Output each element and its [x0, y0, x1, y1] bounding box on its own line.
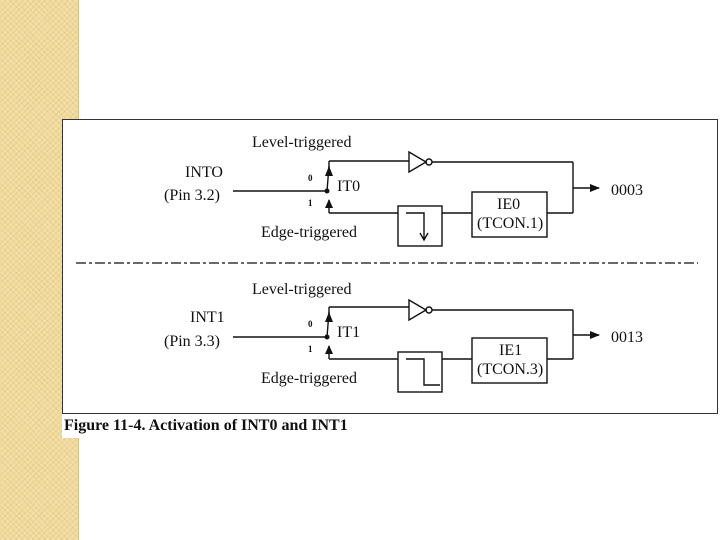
int1-level-label: Level-triggered: [252, 281, 352, 298]
it1-contact-arrow-icon: [325, 345, 333, 354]
int1-pin-number: (Pin 3.3): [164, 333, 220, 350]
ie0-reg: (TCON.1): [477, 215, 543, 232]
ie1-name: IE1: [499, 342, 522, 359]
ie1-reg: (TCON.3): [477, 361, 543, 378]
falling-edge-icon: [406, 212, 429, 242]
int1-edge-detector-box: [397, 351, 443, 393]
falling-edge-icon: [406, 358, 440, 386]
it1-pos-1: 1: [308, 344, 313, 354]
it0-up-arrow-icon: [325, 166, 333, 176]
int1-edge-label: Edge-triggered: [261, 370, 357, 387]
it0-label: IT0: [337, 178, 360, 195]
it1-up-arrow-icon: [325, 312, 333, 322]
caption-background: [62, 414, 392, 438]
it0-pos-1: 1: [308, 198, 313, 208]
int0-edge-label: Edge-triggered: [261, 224, 357, 241]
int1-inverter-icon: [408, 298, 428, 322]
figure-caption: Figure 11-4. Activation of INT0 and INT1: [64, 417, 348, 434]
ie0-box: [471, 191, 548, 238]
it0-contact-arrow-icon: [325, 199, 333, 208]
int0-output-vector: 0003: [611, 182, 643, 199]
int0-pin-number: (Pin 3.2): [164, 187, 220, 204]
int1-output-vector: 0013: [611, 329, 643, 346]
it0-pos-0: 0: [308, 173, 313, 183]
int0-edge-detector-box: [397, 205, 443, 247]
int0-pin-name: INTO: [185, 164, 223, 181]
int1-pin-name: INT1: [190, 309, 225, 326]
it0-pivot-dot: [324, 188, 330, 194]
figure-frame: [62, 119, 718, 414]
it1-pivot-dot: [324, 334, 330, 340]
int0-level-label: Level-triggered: [252, 134, 352, 151]
it1-pos-0: 0: [308, 319, 313, 329]
ie1-box: [471, 337, 548, 384]
ie0-name: IE0: [497, 196, 520, 213]
it1-label: IT1: [337, 324, 360, 341]
int1-circuit: [233, 298, 600, 393]
int0-inverter-icon: [408, 150, 428, 174]
